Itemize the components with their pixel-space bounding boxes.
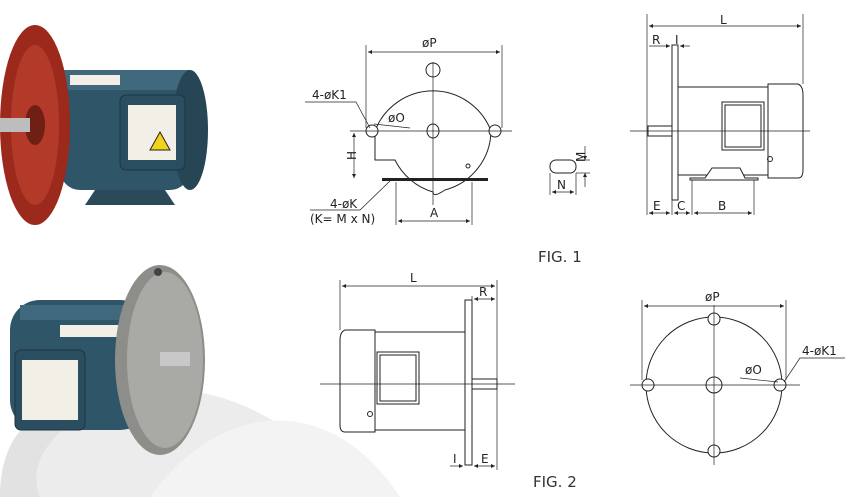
- label-dim-i: I: [675, 33, 679, 47]
- label-dim-n: N: [557, 178, 566, 192]
- label-k-formula: (K= M x N): [310, 212, 375, 226]
- label-dim-o: øO: [388, 111, 405, 125]
- label-dim-r: R: [652, 33, 660, 47]
- label-dim-l: L: [410, 271, 417, 285]
- label-dim-o: øO: [745, 363, 762, 377]
- fig2-side-view: L R I E: [320, 271, 515, 470]
- label-dim-k: 4-øK: [330, 197, 358, 211]
- motor-photo-foot-mount: [0, 25, 208, 225]
- fig2-caption: FIG. 2: [533, 473, 577, 491]
- label-dim-e: E: [481, 452, 489, 466]
- label-dim-b: B: [718, 199, 726, 213]
- label-dim-h: H: [345, 151, 359, 160]
- label-dim-e: E: [653, 199, 661, 213]
- fig1-side-view: L R I E C B: [630, 13, 810, 216]
- label-dim-r: R: [479, 285, 487, 299]
- label-dim-l: L: [720, 13, 727, 27]
- label-dim-p: øP: [705, 290, 720, 304]
- label-dim-p: øP: [422, 36, 437, 50]
- label-dim-i: I: [453, 452, 457, 466]
- label-dim-m: M: [574, 152, 588, 162]
- fig2-front-view: øP øO 4-øK1: [630, 290, 845, 465]
- label-dim-k1: 4-øK1: [312, 88, 347, 102]
- fig1-foot-slot: M N: [549, 146, 590, 195]
- label-dim-k1: 4-øK1: [802, 344, 837, 358]
- fig1-front-view: øP 4-øK1 øO H 4-øK (K= M x N) A: [305, 36, 512, 226]
- label-dim-a: A: [430, 206, 439, 220]
- motor-photo-flange-mount: [10, 265, 205, 455]
- fig1-caption: FIG. 1: [538, 248, 582, 266]
- label-dim-c: C: [677, 199, 685, 213]
